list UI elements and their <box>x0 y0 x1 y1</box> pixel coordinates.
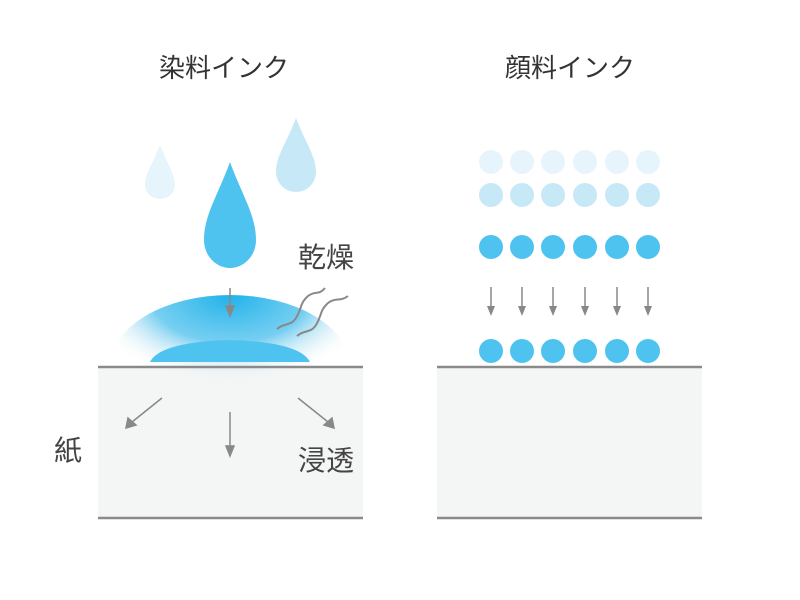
pigment-dot <box>479 235 503 259</box>
pigment-dot <box>510 235 534 259</box>
arrow-head <box>644 306 652 316</box>
title-dye-ink: 染料インク <box>158 54 290 84</box>
label-paper: 紙 <box>54 434 83 467</box>
pigment-dot <box>510 339 534 363</box>
pigment-dot <box>605 183 629 207</box>
label-dry: 乾燥 <box>298 241 355 274</box>
arrow-head <box>581 306 589 316</box>
paper-right <box>437 367 702 518</box>
label-penetrate: 浸透 <box>298 444 355 477</box>
arrow-head <box>549 306 557 316</box>
pigment-dot <box>605 235 629 259</box>
pigment-dot <box>510 150 534 174</box>
arrow-head <box>487 306 495 316</box>
pigment-dot <box>573 183 597 207</box>
title-pigment-ink: 顔料インク <box>504 54 636 84</box>
pigment-dot <box>573 339 597 363</box>
drop-large-icon <box>204 162 256 268</box>
pigment-dot <box>605 339 629 363</box>
pigment-dot <box>479 183 503 207</box>
pigment-dot <box>510 183 534 207</box>
drop-small-icon <box>145 145 175 199</box>
drop-medium-icon <box>276 118 316 192</box>
pigment-dot <box>636 183 660 207</box>
pigment-dot <box>573 150 597 174</box>
ink-puddle <box>150 340 310 362</box>
pigment-dot <box>636 235 660 259</box>
pigment-dot <box>573 235 597 259</box>
arrow-head <box>613 306 621 316</box>
pigment-dot <box>479 339 503 363</box>
pigment-dot <box>605 150 629 174</box>
pigment-dot <box>541 150 565 174</box>
pigment-dots <box>479 150 660 363</box>
pigment-dot <box>541 339 565 363</box>
arrows-left <box>125 288 335 459</box>
arrow-head <box>518 306 526 316</box>
pigment-dot <box>541 235 565 259</box>
pigment-dot <box>636 150 660 174</box>
pigment-dot <box>479 150 503 174</box>
pigment-dot <box>541 183 565 207</box>
pigment-dot <box>636 339 660 363</box>
steam-icon <box>276 287 349 337</box>
